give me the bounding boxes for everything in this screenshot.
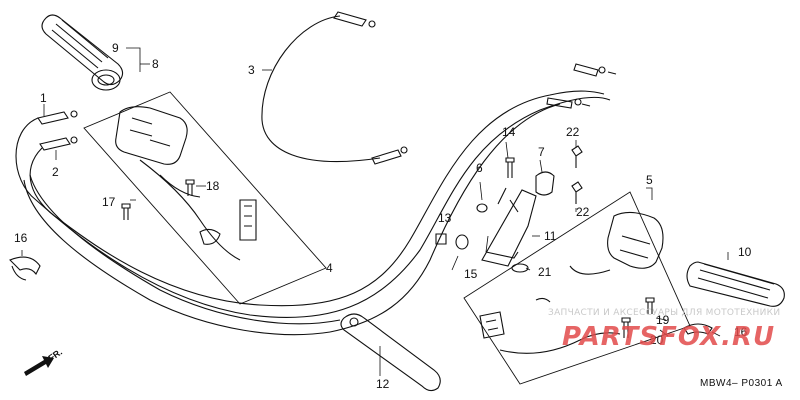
callout-17: 17	[102, 195, 116, 209]
left-switch-housing	[83, 91, 327, 305]
leader-lines	[21, 47, 729, 376]
clip-16-right	[683, 323, 713, 335]
callout-13: 13	[438, 211, 452, 225]
callout-8: 8	[152, 57, 159, 71]
callout-6: 6	[476, 161, 483, 175]
right-switch-housing	[463, 191, 691, 385]
callout-2: 2	[52, 165, 59, 179]
callout-9: 9	[112, 41, 119, 55]
callout-12: 12	[376, 377, 390, 391]
callout-14: 14	[502, 125, 516, 139]
front-direction-arrow	[24, 356, 54, 376]
callout-21: 21	[538, 265, 552, 279]
clutch-lever	[340, 313, 441, 392]
right-grip	[686, 261, 785, 307]
left-grip	[41, 14, 124, 91]
callout-22-upper: 22	[566, 125, 580, 139]
clip-16-left	[9, 256, 41, 281]
callout-11: 11	[544, 229, 557, 243]
callout-16-right: 16	[734, 325, 748, 339]
callout-15: 15	[464, 267, 478, 281]
callout-18: 18	[206, 179, 220, 193]
small-hardware	[435, 145, 583, 273]
lever-bracket	[481, 187, 537, 267]
watermark-logo: PARTSFOX.RU	[562, 322, 776, 352]
upper-cable-ends	[546, 63, 617, 109]
choke-cable	[261, 11, 408, 165]
callout-3: 3	[248, 63, 255, 77]
watermark-tagline: ЗАПЧАСТИ И АКСЕССУАРЫ ДЛЯ МОТОТЕХНИКИ	[548, 308, 781, 318]
callout-5: 5	[646, 173, 653, 187]
callout-16-left: 16	[14, 231, 28, 245]
callout-22-lower: 22	[576, 205, 590, 219]
callout-19: 19	[656, 313, 670, 327]
bolts-17-18	[121, 179, 195, 220]
clutch-cable	[15, 90, 611, 336]
callout-10: 10	[738, 245, 752, 259]
callout-4: 4	[326, 261, 333, 275]
callout-1: 1	[40, 91, 47, 105]
bolts-19-20	[621, 297, 655, 338]
throttle-cable-ends	[37, 110, 78, 151]
diagram-code: MBW4– P0301 A	[700, 378, 783, 389]
callout-20: 20	[650, 333, 664, 347]
callout-7: 7	[538, 145, 545, 159]
